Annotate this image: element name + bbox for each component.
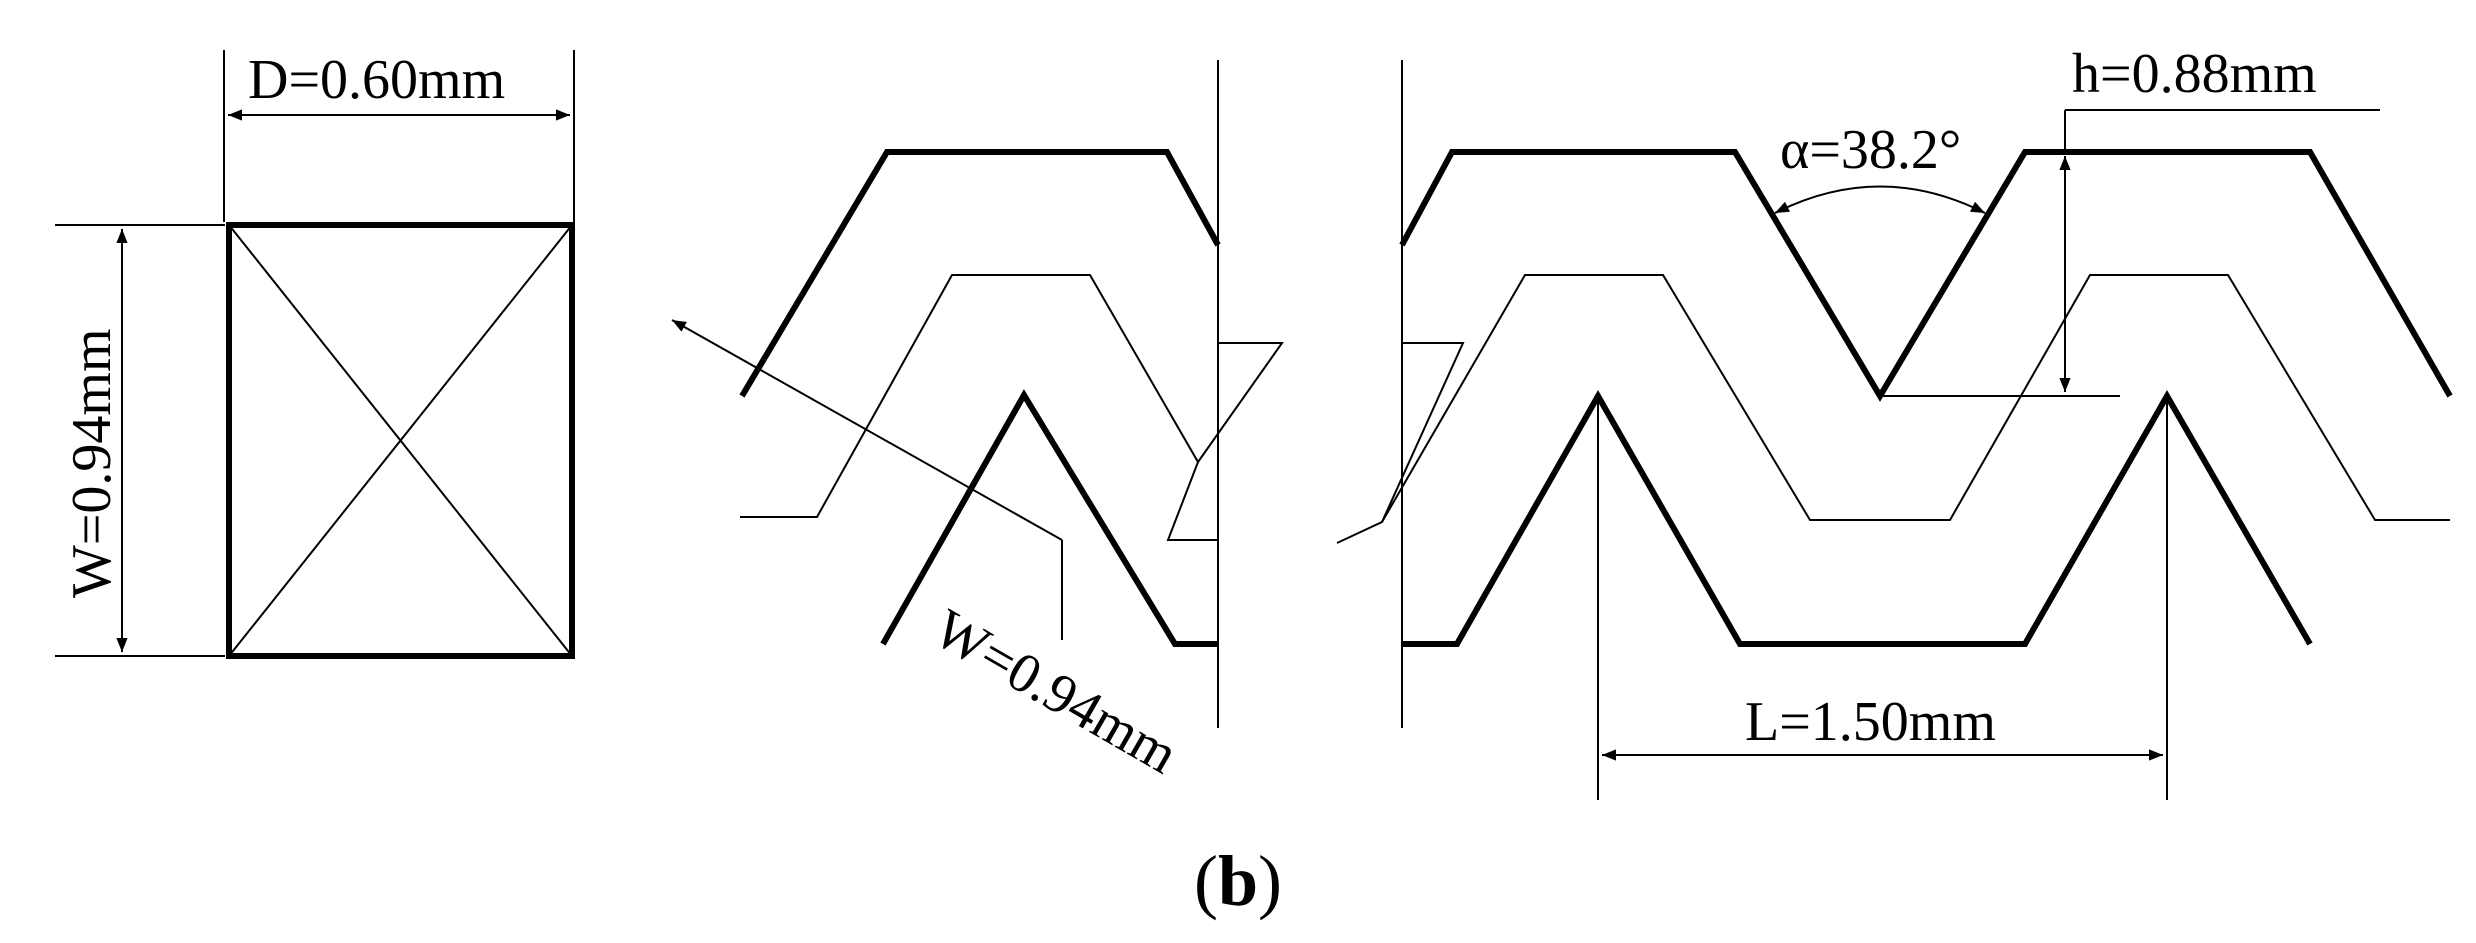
caption-close: ) [1258,841,1282,921]
cross-section-rect [226,222,575,659]
junction-lower-wall [880,389,1218,647]
height-label: h=0.88mm [2072,43,2317,105]
junction-upper-wall [739,149,1221,398]
flow-width-dimension-line [671,319,1063,541]
figure-caption: (b) [1194,841,1282,921]
cross-section-diagonal-2 [228,224,573,657]
junction-notch-line [1166,461,1218,541]
flow-width-label: W=0.94mm [924,598,1188,786]
caption-letter: b [1218,841,1258,921]
depth-label: D=0.60mm [248,49,505,111]
zigzag-channel-group: α=38.2° h=0.88mm L=1.50mm [1336,43,2453,800]
zigzag-center-line-main [1381,274,2450,523]
zigzag-center-line [1336,342,1465,544]
cross-section-group: D=0.60mm W=0.94mm [55,49,575,659]
width-cross-section-label: W=0.94mm [61,328,123,598]
angle-arc [1774,185,1986,214]
angle-label: α=38.2° [1780,119,1961,181]
junction-center-line [740,274,1284,518]
period-label: L=1.50mm [1745,691,1996,753]
caption-open: ( [1194,841,1218,921]
junction-detail-group: W=0.94mm [671,60,1284,786]
